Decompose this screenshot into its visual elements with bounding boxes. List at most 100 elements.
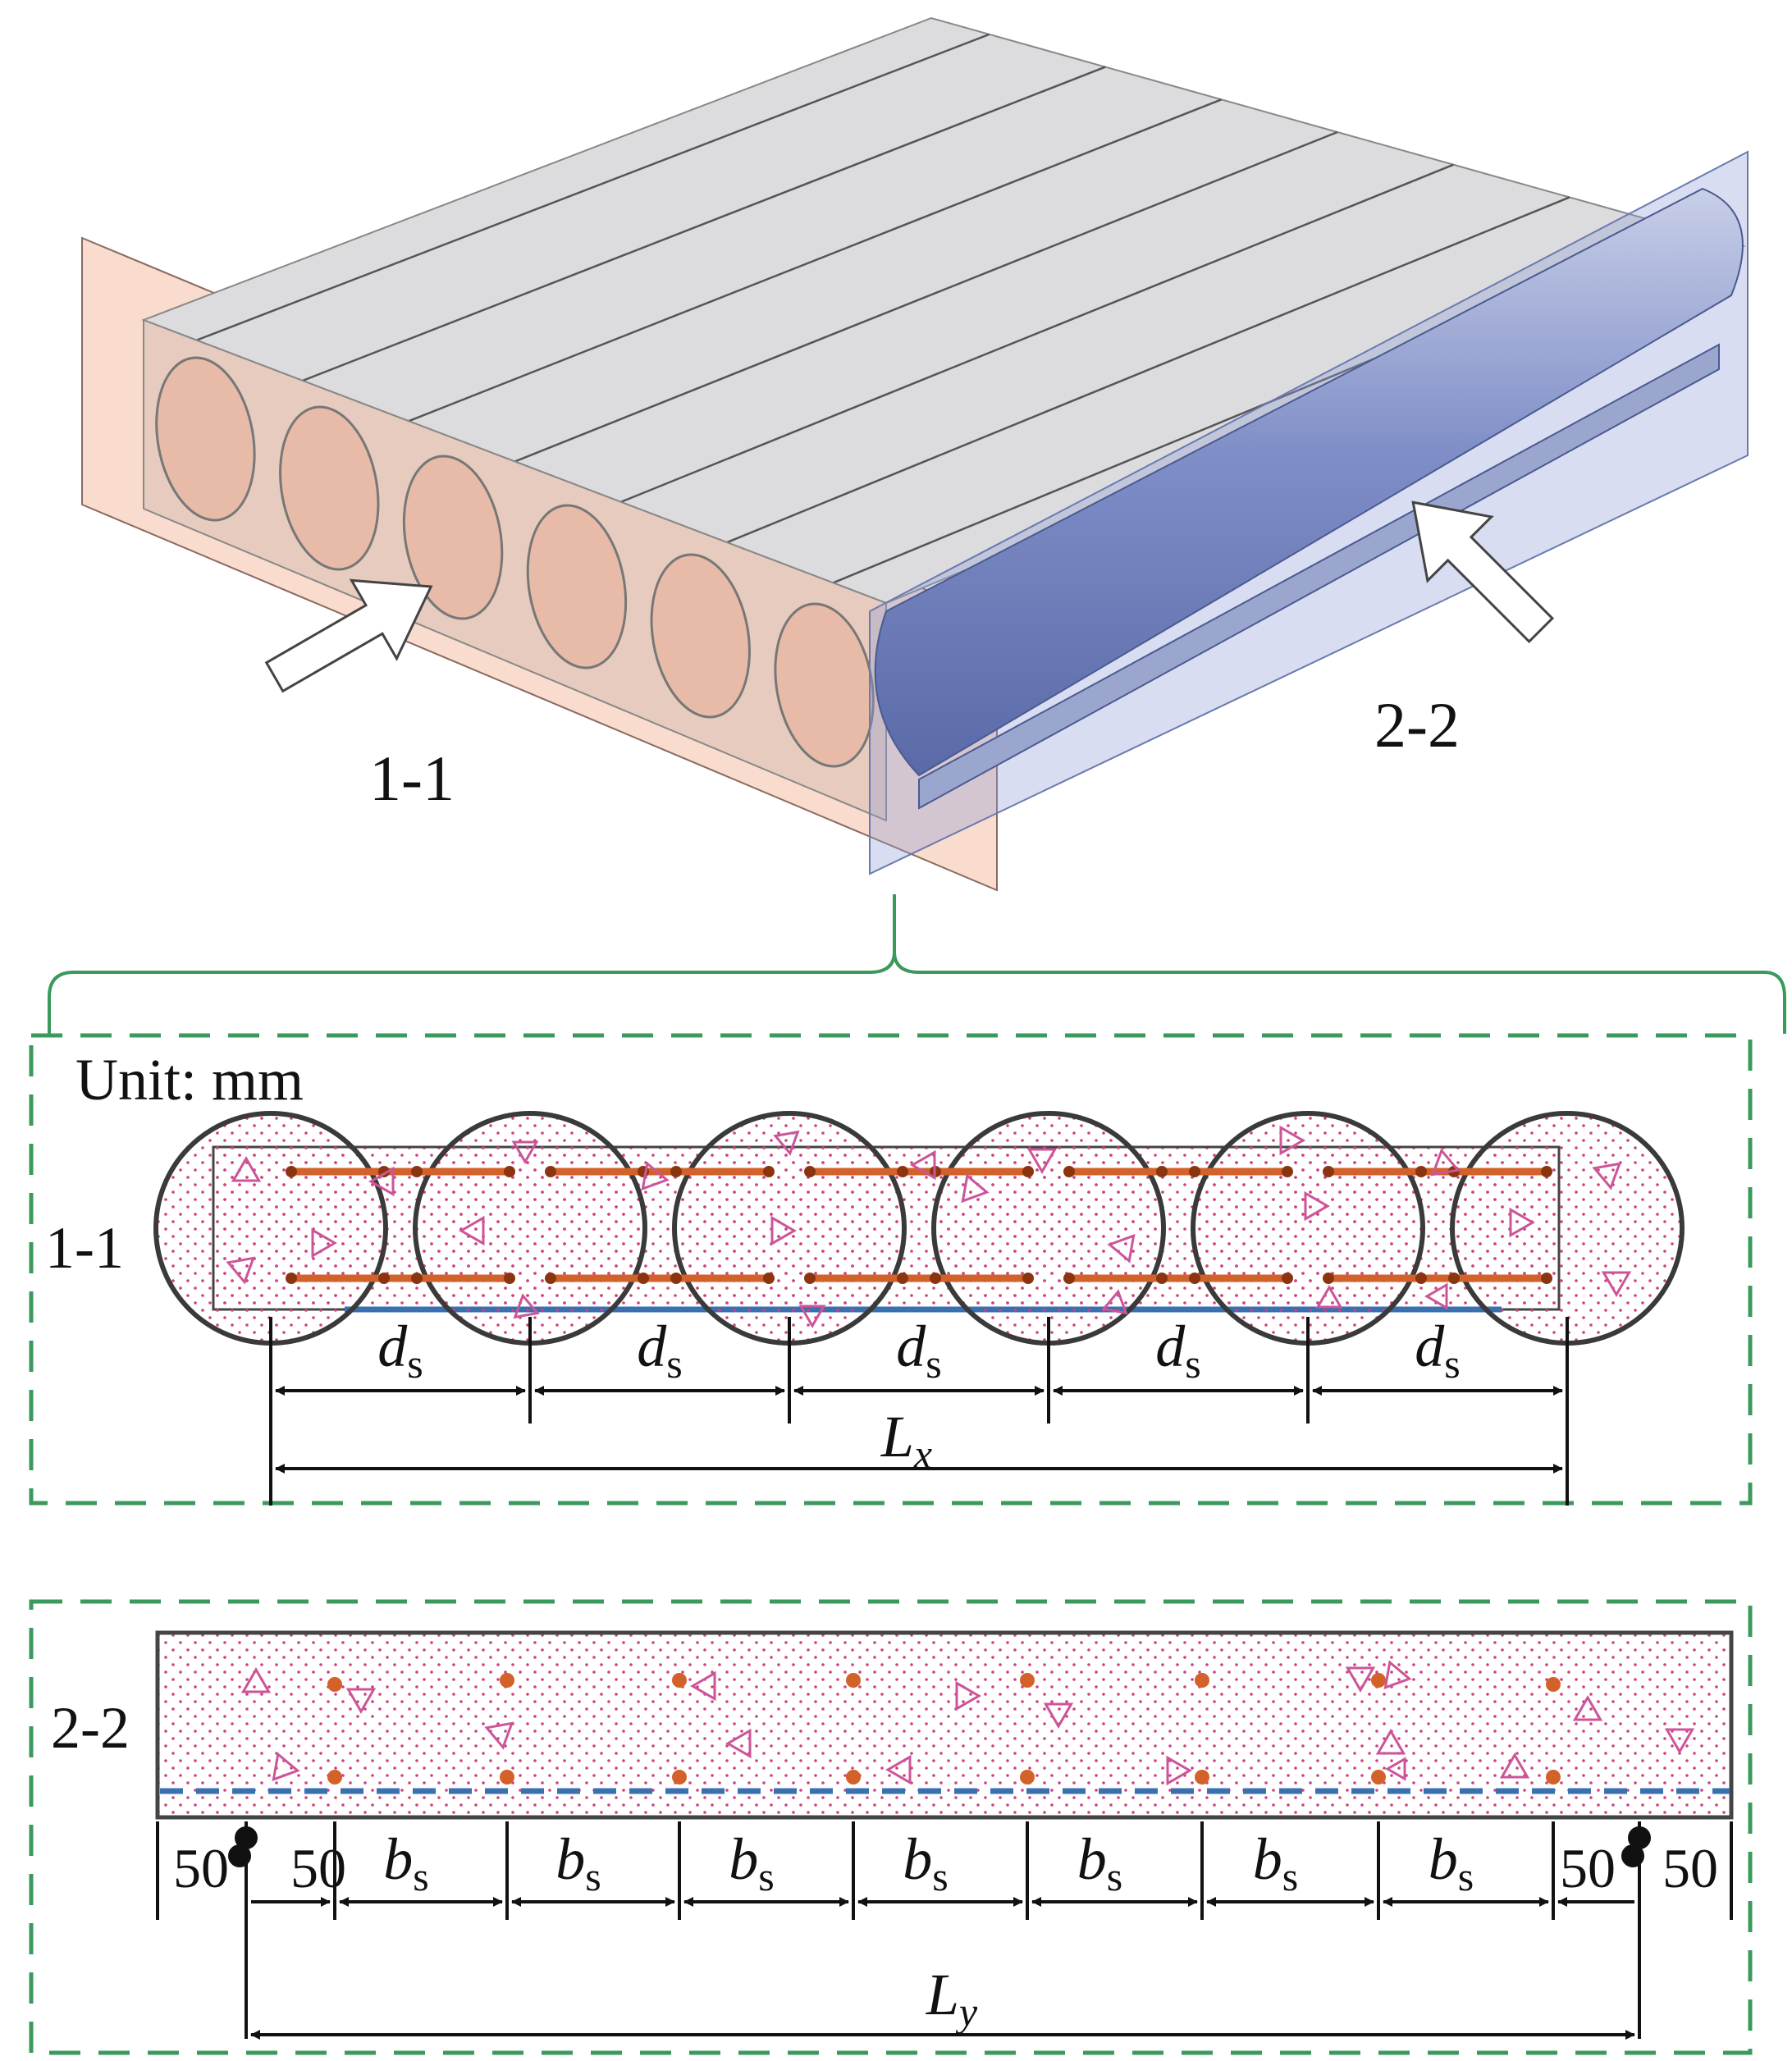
rebar-dot-bottom <box>1020 1770 1035 1785</box>
aggregate-triangle <box>770 1215 797 1246</box>
rebar-node <box>1282 1273 1293 1284</box>
end-50-left-outer: 50 <box>173 1837 229 1899</box>
rebar-dot-bottom <box>500 1770 514 1785</box>
aggregate-triangle <box>1107 1233 1136 1264</box>
rebar-node <box>378 1273 390 1284</box>
log-circle <box>1191 1111 1425 1346</box>
unit-label: Unit: mm <box>75 1047 304 1113</box>
aggregate-triangle <box>1430 1148 1461 1177</box>
rebar-node <box>1323 1273 1334 1284</box>
side-log <box>874 187 1744 777</box>
bs-label: bs <box>1429 1826 1474 1899</box>
aggregate-triangle <box>885 1754 912 1785</box>
aggregate-triangle <box>1101 1289 1128 1315</box>
front-logs <box>155 356 875 768</box>
rebar-dot-bottom <box>846 1770 861 1785</box>
rebar-node <box>1323 1166 1334 1177</box>
aggregate-triangle <box>955 1680 981 1711</box>
front-log-end <box>402 455 504 620</box>
ds-label: ds <box>377 1314 423 1387</box>
ds-label: ds <box>637 1314 682 1387</box>
aggregate-triangle <box>1304 1190 1330 1222</box>
label-2-2-3d: 2-2 <box>1374 689 1460 761</box>
aggregate-triangle <box>910 1149 936 1181</box>
rebar-node <box>1541 1166 1552 1177</box>
groove-line <box>726 196 1570 544</box>
aggregate-triangle <box>725 1728 752 1759</box>
aggregate-triangle <box>1601 1271 1632 1297</box>
aggregate-triangle <box>231 1156 262 1182</box>
aggregate-triangle <box>368 1166 395 1197</box>
rebar-node <box>286 1166 297 1177</box>
rebar-node <box>1022 1273 1034 1284</box>
end-50-right-inner: 50 <box>1560 1837 1616 1899</box>
rebar-dot-top <box>1195 1673 1209 1688</box>
rebar-node <box>1282 1166 1293 1177</box>
groove-line <box>196 33 990 341</box>
bs-label: bs <box>1077 1826 1122 1899</box>
aggregate-triangle <box>1664 1728 1695 1754</box>
aggregate-triangle <box>511 1140 539 1164</box>
aggregate-triangle <box>240 1667 272 1693</box>
aggregate-triangle <box>1166 1755 1192 1786</box>
log-circle <box>153 1111 388 1346</box>
rebar-node <box>1541 1273 1552 1284</box>
aggregate-triangle <box>641 1161 670 1191</box>
arrow-to-1-1 <box>264 578 433 693</box>
rebar-node <box>504 1273 515 1284</box>
rebar-dot-bottom <box>672 1770 687 1785</box>
rebar-dots-2-2 <box>327 1673 1561 1785</box>
slab-section-2-2 <box>155 1630 1734 1820</box>
aggregate-triangle <box>1345 1666 1376 1693</box>
rebar-dot-bottom <box>1371 1770 1386 1785</box>
total-lx-label: Lx <box>880 1404 932 1477</box>
section-1-1-frame <box>29 1033 1753 1506</box>
aggregate-triangle <box>1384 1757 1406 1781</box>
aggregate-triangle <box>1043 1702 1074 1729</box>
aggregate-triangle <box>272 1752 300 1782</box>
rebar-dot-bottom <box>1195 1770 1209 1785</box>
bs-label: bs <box>729 1826 774 1899</box>
groove-line <box>620 163 1454 503</box>
rebar-node <box>897 1273 908 1284</box>
rebar-node <box>1189 1166 1200 1177</box>
rebar-dot-top <box>672 1673 687 1688</box>
rebar-node <box>670 1166 682 1177</box>
groove-line <box>408 98 1223 423</box>
aggregate-1-1 <box>226 1125 1632 1328</box>
rebar-node <box>763 1273 775 1284</box>
rebar-node <box>638 1273 649 1284</box>
arrow-to-2-2 <box>1411 500 1555 644</box>
rebar-node <box>1415 1273 1427 1284</box>
rebar-node <box>804 1273 816 1284</box>
bs-label: bs <box>555 1826 601 1899</box>
rebar-dot-top <box>846 1673 861 1688</box>
aggregate-triangle <box>961 1173 990 1204</box>
aggregate-triangle <box>1375 1729 1406 1755</box>
aggregate-triangle <box>1279 1125 1305 1156</box>
transverse-rebars <box>286 1166 1552 1284</box>
aggregate-2-2 <box>240 1660 1695 1786</box>
rebar-dot-top <box>1020 1673 1035 1688</box>
rebar-node <box>504 1166 515 1177</box>
section-1-1-label: 1-1 <box>45 1215 124 1281</box>
log-circle <box>1450 1111 1685 1346</box>
section-2-2-frame <box>29 1599 1753 2055</box>
log-circle <box>413 1111 647 1346</box>
rebar-node <box>1156 1273 1168 1284</box>
rebar-node <box>897 1166 908 1177</box>
front-log-end <box>774 602 875 768</box>
rebar-dot-top <box>500 1673 514 1688</box>
bs-label: bs <box>1253 1826 1298 1899</box>
rebar-node <box>670 1273 682 1284</box>
aggregate-triangle <box>513 1293 540 1319</box>
dimensions-1-1 <box>269 1317 1569 1506</box>
dimensions-2-2 <box>156 1821 1733 2040</box>
rebar-node <box>286 1273 297 1284</box>
front-log-end <box>526 504 628 669</box>
slab-grooves <box>196 33 1686 584</box>
